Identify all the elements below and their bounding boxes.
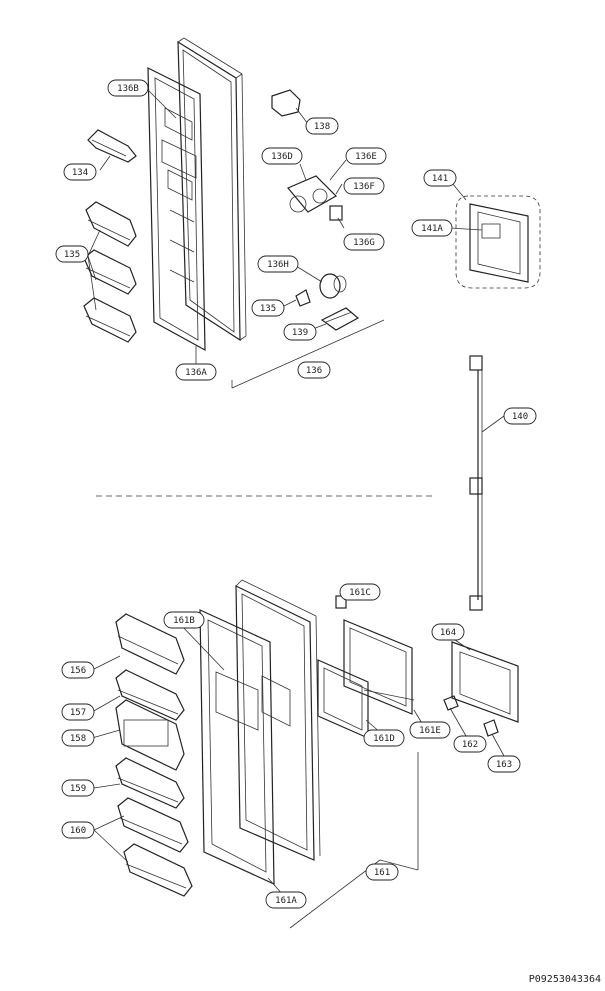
- svg-text:134: 134: [72, 168, 88, 178]
- label-136a: 136A: [175, 363, 217, 381]
- label-136b: 136B: [107, 79, 149, 97]
- label-161a: 161A: [265, 891, 307, 909]
- label-141: 141: [423, 169, 457, 187]
- svg-text:164: 164: [440, 628, 456, 638]
- label-161d: 161D: [363, 729, 405, 747]
- svg-text:136F: 136F: [353, 182, 375, 192]
- svg-text:136D: 136D: [271, 152, 293, 162]
- svg-text:157: 157: [70, 708, 86, 718]
- svg-text:159: 159: [70, 784, 86, 794]
- diagram-code: P09253043364: [528, 974, 601, 985]
- svg-text:136: 136: [306, 366, 322, 376]
- upper-door-bins: [83, 129, 137, 343]
- label-141a: 141A: [411, 219, 453, 237]
- svg-text:158: 158: [70, 734, 86, 744]
- svg-text:163: 163: [496, 760, 512, 770]
- label-136f: 136F: [343, 177, 385, 195]
- svg-text:136E: 136E: [355, 152, 377, 162]
- panel-141-group: [455, 195, 541, 289]
- svg-text:141A: 141A: [421, 224, 443, 234]
- label-136h: 136H: [257, 255, 299, 273]
- svg-text:140: 140: [512, 412, 528, 422]
- svg-text:161B: 161B: [173, 616, 195, 626]
- svg-text:136G: 136G: [353, 238, 375, 248]
- label-163: 163: [487, 755, 521, 773]
- label-134: 134: [63, 163, 97, 181]
- lower-door-assembly: [199, 579, 321, 885]
- upper-small-parts: [271, 89, 360, 331]
- label-161e: 161E: [409, 721, 451, 739]
- label-136d: 136D: [261, 147, 303, 165]
- label-159: 159: [61, 779, 95, 797]
- door-handle: [469, 355, 483, 611]
- leader-lines: [87, 87, 505, 929]
- label-135b: 135: [251, 299, 285, 317]
- label-157: 157: [61, 703, 95, 721]
- label-139: 139: [283, 323, 317, 341]
- label-140: 140: [503, 407, 537, 425]
- svg-text:136A: 136A: [185, 368, 207, 378]
- svg-text:135: 135: [64, 250, 80, 260]
- svg-text:160: 160: [70, 826, 86, 836]
- lower-right-panels: [317, 595, 519, 739]
- svg-text:138: 138: [314, 122, 330, 132]
- svg-text:161: 161: [374, 868, 390, 878]
- svg-text:161D: 161D: [373, 734, 395, 744]
- callouts: 136B 138 134 136D 136E 136F 136G 141 141…: [55, 79, 537, 909]
- svg-text:161A: 161A: [275, 896, 297, 906]
- label-164: 164: [431, 623, 465, 641]
- svg-text:161E: 161E: [419, 726, 441, 736]
- label-136e: 136E: [345, 147, 387, 165]
- svg-text:156: 156: [70, 666, 86, 676]
- svg-text:136B: 136B: [117, 84, 139, 94]
- label-161: 161: [365, 863, 399, 881]
- label-136: 136: [297, 361, 331, 379]
- svg-text:135: 135: [260, 304, 276, 314]
- label-135: 135: [55, 245, 89, 263]
- svg-text:162: 162: [462, 740, 478, 750]
- label-156: 156: [61, 661, 95, 679]
- svg-text:136H: 136H: [267, 260, 289, 270]
- svg-text:141: 141: [432, 174, 448, 184]
- label-158: 158: [61, 729, 95, 747]
- label-161c: 161C: [339, 583, 381, 601]
- svg-text:139: 139: [292, 328, 308, 338]
- label-136g: 136G: [343, 233, 385, 251]
- label-160: 160: [61, 821, 95, 839]
- svg-text:161C: 161C: [349, 588, 371, 598]
- upper-door-assembly: [147, 37, 247, 352]
- label-162: 162: [453, 735, 487, 753]
- lower-door-bins: [115, 613, 193, 897]
- label-138: 138: [305, 117, 339, 135]
- label-161b: 161B: [163, 611, 205, 629]
